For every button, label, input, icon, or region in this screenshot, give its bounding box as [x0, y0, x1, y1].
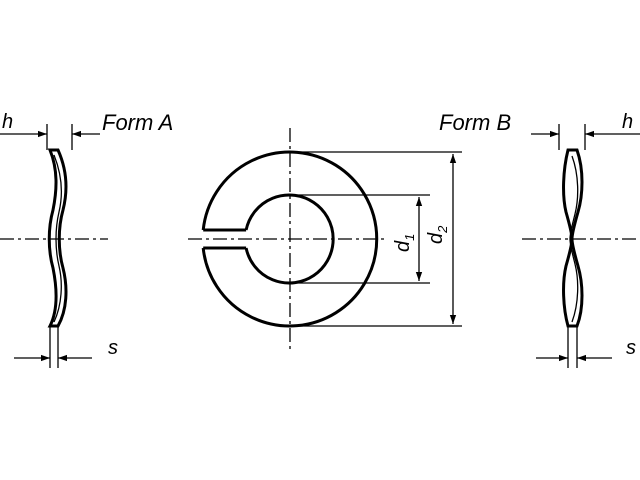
washer-profile-b: [562, 148, 584, 328]
washer-profile-a: [47, 148, 68, 328]
form-a-label: Form A: [102, 110, 173, 135]
washer-profile-a-inner: [53, 154, 62, 323]
form-b-label: Form B: [439, 110, 511, 135]
side-view-form-b: h s Form B: [439, 110, 640, 368]
front-view-split-ring: d1 d2: [188, 128, 462, 352]
washer-profile-b-inner: [569, 155, 579, 323]
inner-ring-edge: [244, 193, 335, 285]
h-label-left: h: [2, 111, 13, 133]
side-view-form-a: h s Form A: [0, 110, 173, 368]
d1-label: d1: [392, 234, 417, 252]
s-label-right: s: [626, 337, 636, 359]
s-label-left: s: [108, 337, 118, 359]
h-label-right: h: [622, 111, 633, 133]
outer-ring-edge: [201, 150, 379, 328]
d2-label: d2: [425, 225, 450, 244]
